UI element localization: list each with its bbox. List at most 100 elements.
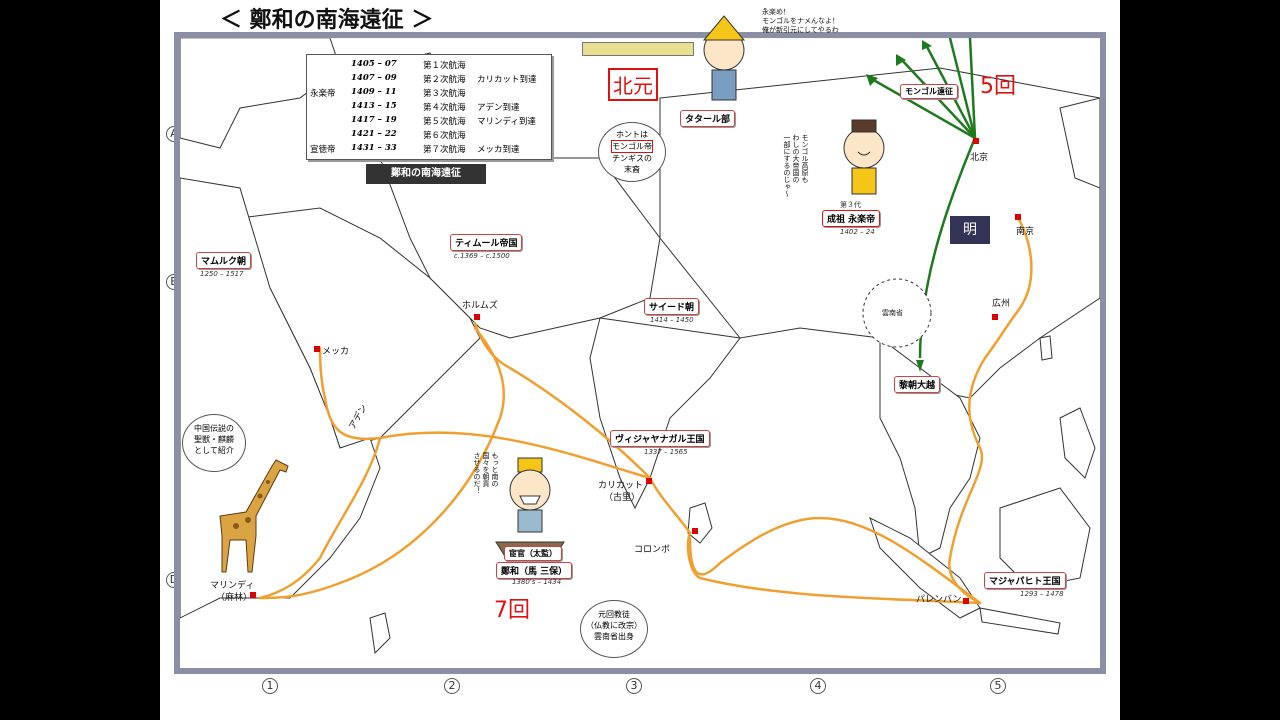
col-label-2: 2	[444, 678, 460, 694]
voyage-note: メッカ到達	[477, 145, 520, 155]
label-calicut-cn: （古里）	[604, 493, 641, 503]
emperor-speech-2: わしの大帝国の	[792, 134, 800, 183]
page-title: ＜ 鄭和の南海遠征 ＞	[220, 2, 434, 36]
tatar-speech: 永楽め！ モンゴルをナメんなよ！ 俺が新引元にしてやるわ	[762, 8, 839, 35]
admiral-speech: もっと南の 国々を朝貢 させるのだ！	[472, 452, 499, 510]
label-mecca: メッカ	[322, 347, 350, 357]
annotation-northern-yuan: 北元	[608, 68, 658, 101]
voyage-years: 1405 – 07	[351, 59, 397, 69]
land-java	[979, 607, 1061, 635]
tatar-speech-2: モンゴルをナメんなよ！	[762, 17, 839, 25]
voyage-emperor: 宣徳帝	[310, 145, 336, 155]
state-timur-dates: c.1369 – c.1500	[454, 252, 510, 260]
tatar-figure-icon	[702, 15, 746, 101]
voyage-years: 1421 – 22	[351, 129, 397, 139]
route-calicut-aden-mecca	[318, 346, 652, 480]
state-le: 黎朝大越	[894, 376, 941, 393]
zhenghe-note-1: 元回教徒	[598, 610, 630, 619]
col-label-5: 5	[990, 678, 1006, 694]
giraffe-note-callout: 中国伝説の 聖獣・麒麟 として紹介	[182, 414, 246, 472]
voyage-note: アデン到達	[477, 103, 520, 113]
top-banner-bar	[582, 42, 694, 56]
map-frame: ホルムズ メッカ アデン カリカット （古里） コロンボ パレンバン マリンディ…	[174, 8, 1106, 674]
label-nanjing: 南京	[1016, 227, 1035, 237]
port-hormuz	[474, 314, 480, 320]
state-timur: ティムール帝国	[450, 234, 523, 251]
label-malindi: マリンディ	[210, 581, 255, 591]
land-korea	[1059, 97, 1100, 189]
land-indochina	[879, 337, 981, 559]
route-colombo-calicut	[648, 476, 692, 535]
voyage-note: マリンディ到達	[477, 117, 536, 127]
state-sayyid-dates: 1414 – 1450	[650, 316, 694, 324]
state-mamluk: マムルク朝	[196, 252, 252, 269]
ming-flag-icon: 明	[950, 216, 990, 244]
col-label-4: 4	[810, 678, 826, 694]
voyage-emperor: 永楽帝	[310, 89, 336, 99]
voyage-number: 第１次航海	[423, 61, 466, 71]
voyage-years: 1413 – 15	[351, 101, 397, 111]
voyage-years: 1409 – 11	[351, 87, 397, 97]
voyage-number: 第５次航海	[423, 117, 466, 127]
zhenghe-note-3: 雲南省出身	[594, 632, 634, 641]
port-beijing	[973, 138, 979, 144]
tatar-note-1: ホントは	[616, 130, 648, 139]
map-canvas	[180, 38, 1100, 655]
route-palembang-colombo-2	[686, 531, 982, 605]
tatar-note-2: モンゴル帝	[611, 140, 653, 153]
label-hormuz: ホルムズ	[462, 301, 498, 311]
title-main: 鄭和の南海遠征	[249, 7, 404, 36]
label-yunnan: 雲南省	[882, 309, 903, 317]
state-sayyid: サイード朝	[644, 298, 700, 315]
title-prefix: ＜	[220, 7, 250, 33]
voyage-row: 永楽帝 1409 – 11 第３次航海	[307, 87, 547, 100]
route-aden-malindi	[258, 436, 382, 600]
title-suffix: ＞	[403, 7, 434, 33]
emperor-speech-3: 一部にするのじゃ～	[783, 134, 791, 197]
mongol-arrowheads	[866, 40, 932, 372]
land-philippines	[1059, 407, 1096, 479]
voyage-years: 1417 – 19	[351, 115, 397, 125]
port-colombo	[692, 528, 698, 534]
voyage-years: 1407 – 09	[351, 73, 397, 83]
giraffe-note-2: 聖獣・麒麟	[194, 435, 234, 444]
land-srilanka	[687, 502, 713, 544]
voyage-number: 第４次航海	[423, 103, 466, 113]
admiral-name: 鄭和（馬 三保）	[496, 562, 573, 579]
emperor-speech: モンゴル高原も わしの大帝国の 一部にするのじゃ～	[782, 134, 809, 204]
emperor-name: 成祖 永楽帝	[822, 210, 881, 227]
zhenghe-note-callout: 元回教徒 （仏教に改宗） 雲南省出身	[580, 600, 648, 658]
label-calicut: カリカット	[598, 481, 644, 491]
voyage-row: 1413 – 15 第４次航海 アデン到達	[307, 101, 547, 114]
state-vijayanagar: ヴィジャヤナガル王国	[610, 430, 710, 447]
annotation-mongol-count: 5回	[980, 74, 1016, 99]
col-label-1: 1	[262, 678, 278, 694]
voyage-row: 1417 – 19 第５次航海 マリンディ到達	[307, 115, 547, 128]
state-mamluk-dates: 1250 – 1517	[200, 270, 244, 278]
route-hormuz-malindi	[258, 326, 506, 600]
port-palembang	[963, 598, 969, 604]
voyage-number: 第６次航海	[423, 131, 466, 141]
tatar-note-4: 末裔	[624, 165, 640, 174]
port-malindi	[250, 592, 256, 598]
admiral-title: 宦官（太監）	[504, 546, 562, 561]
label-guangzhou: 広州	[992, 299, 1011, 309]
emperor-figure-icon	[843, 119, 885, 195]
tatar-speech-3: 俺が新引元にしてやるわ	[762, 26, 839, 34]
annotation-voyage-count: 7回	[494, 598, 530, 623]
port-mecca	[314, 346, 320, 352]
land-borneo	[999, 487, 1091, 589]
admiral-speech-2: 国々を朝貢	[482, 452, 490, 487]
state-tatar: タタール部	[680, 110, 736, 127]
label-palembang: パレンバン	[916, 595, 962, 605]
emperor-dates: 1402 – 24	[840, 228, 875, 236]
giraffe-icon	[219, 459, 289, 573]
yunnan-circle	[862, 278, 932, 348]
route-calicut-hormuz	[473, 321, 652, 480]
admiral-speech-1: もっと南の	[491, 452, 499, 487]
voyage-number: 第３次航海	[423, 89, 466, 99]
voyage-routes	[258, 216, 1033, 605]
